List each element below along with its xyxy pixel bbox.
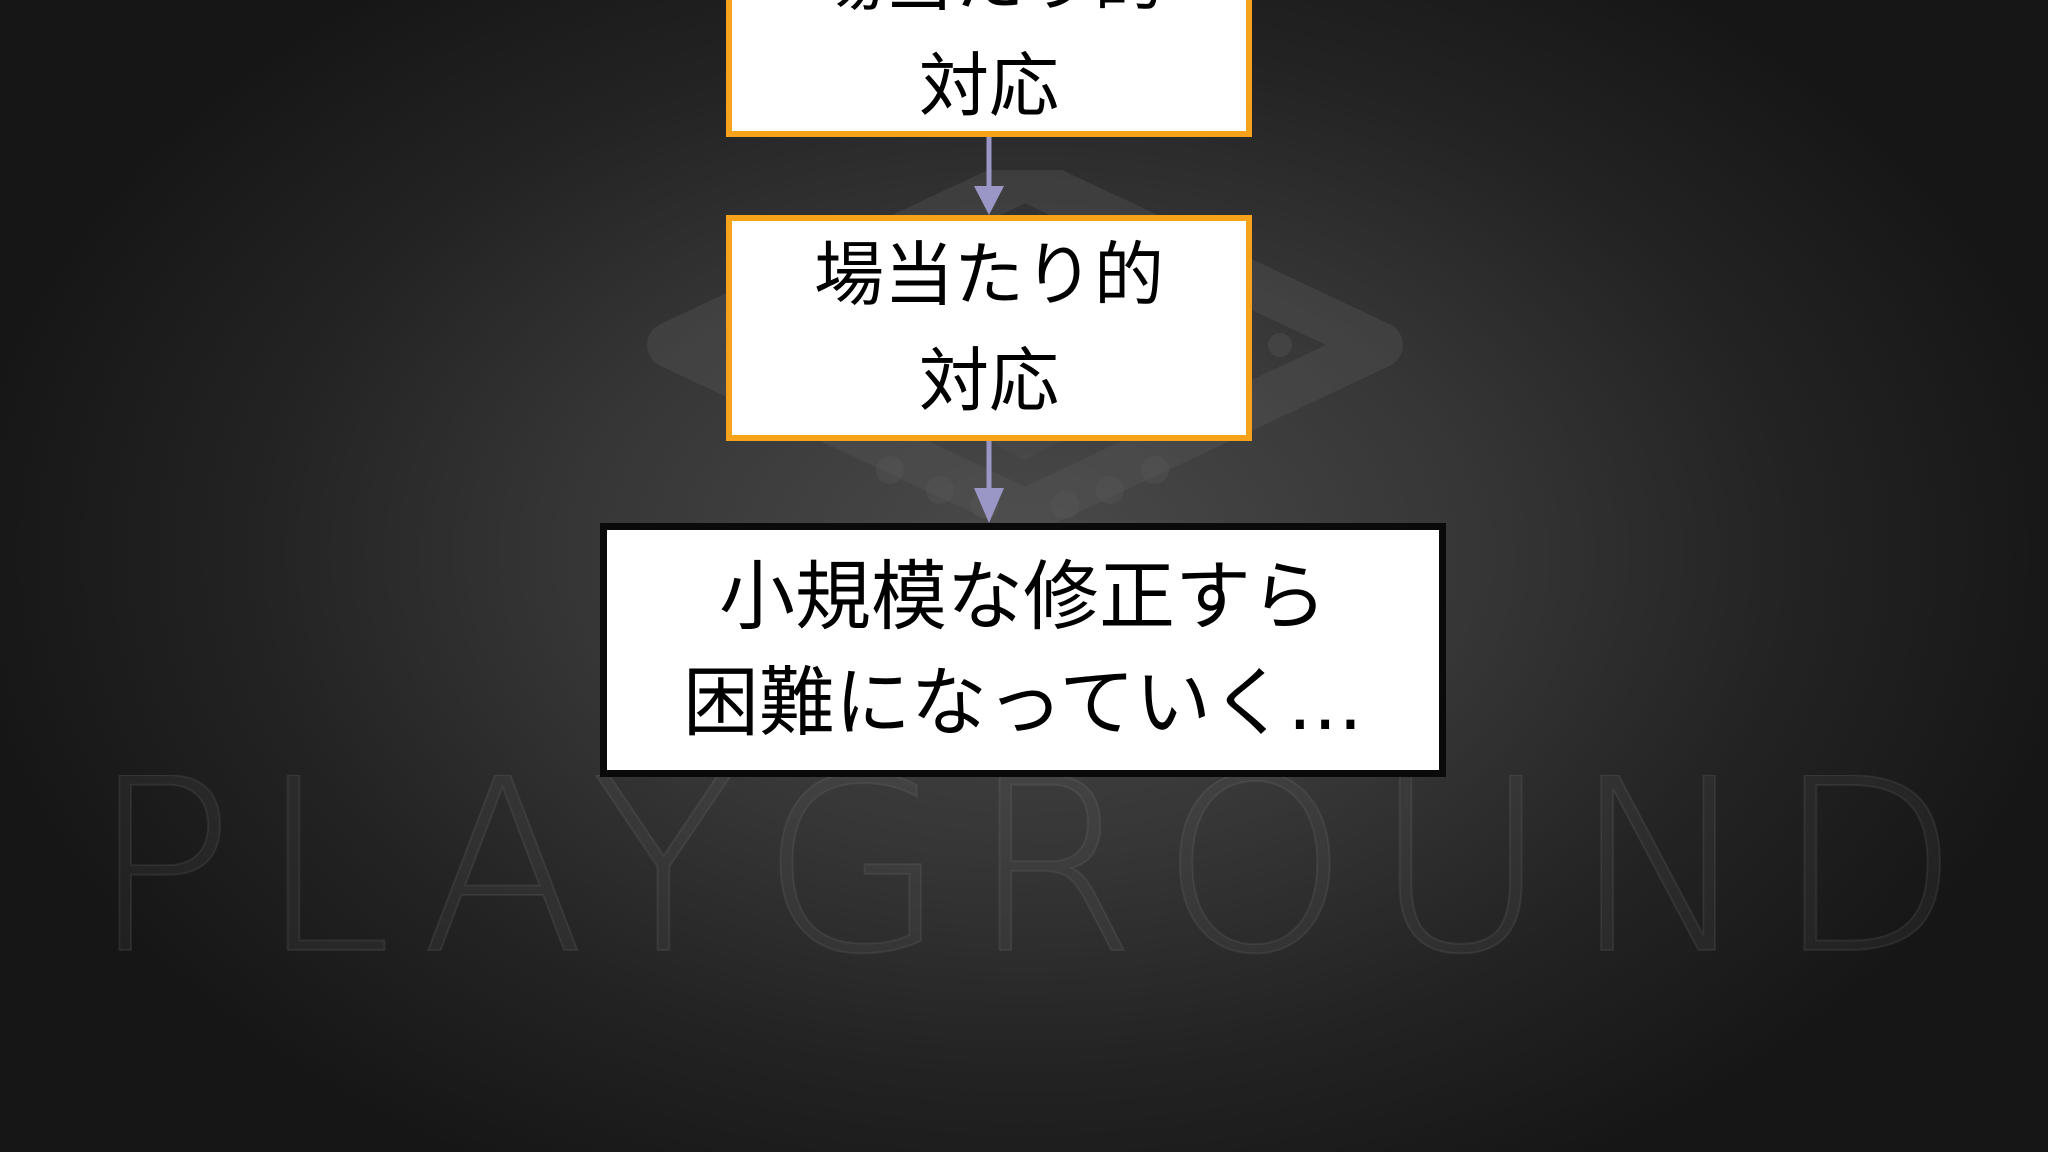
node-difficult-fixes: 小規模な修正すら 困難になっていく… (600, 523, 1446, 777)
node-adhoc-response-top: 場当たり的 対応 (726, 0, 1252, 137)
node-line: 場当たり的 (814, 234, 1164, 316)
arrowhead-box1-box2 (974, 186, 1004, 215)
node-line: 対応 (919, 340, 1059, 422)
node-line: 小規模な修正すら (719, 552, 1327, 641)
node-line: 困難になっていく… (682, 658, 1364, 747)
node-line: 場当たり的 (814, 0, 1164, 15)
playground-watermark: PLAYGROUND (89, 775, 1961, 975)
arrowhead-box2-box3 (974, 488, 1004, 523)
node-line: 対応 (919, 44, 1059, 127)
node-adhoc-response: 場当たり的 対応 (726, 215, 1252, 441)
